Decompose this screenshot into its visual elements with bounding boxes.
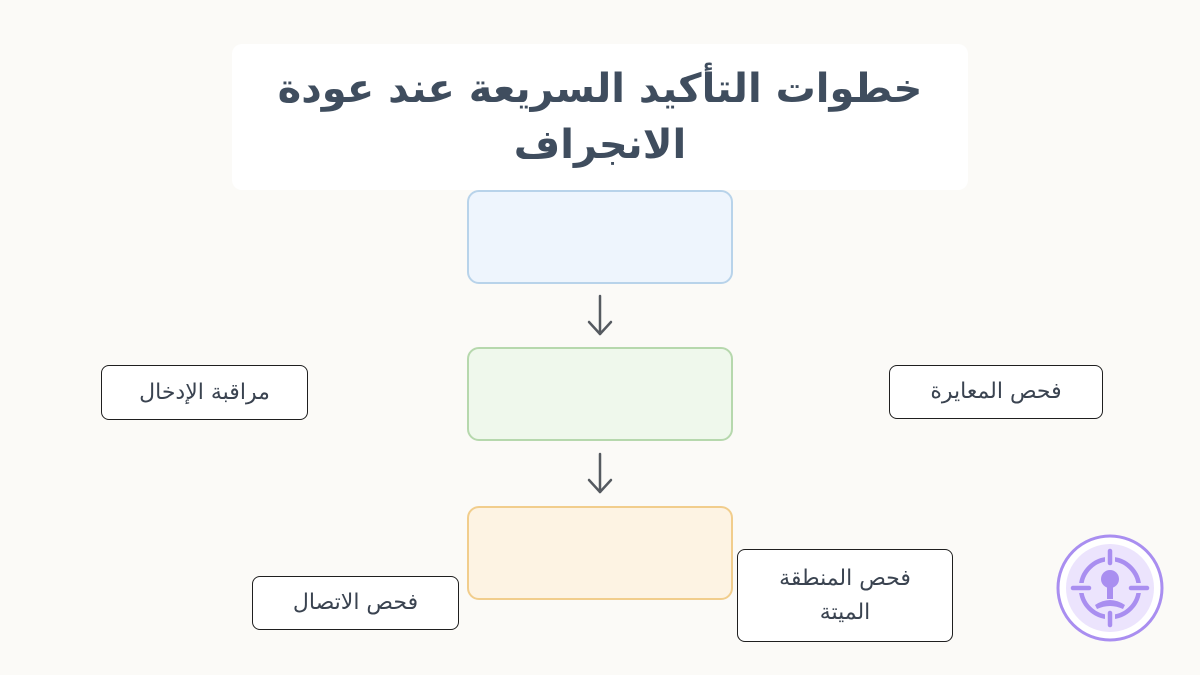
calibration-check-label: فحص المعايرة xyxy=(889,365,1103,419)
down-arrow-icon xyxy=(587,294,613,336)
flow-step-1 xyxy=(467,190,733,284)
connection-check-label: فحص الاتصال xyxy=(252,576,459,630)
diagram-title: خطوات التأكيد السريعة عند عودة الانجراف xyxy=(277,66,923,168)
flow-step-3 xyxy=(467,506,733,600)
flow-step-2 xyxy=(467,347,733,441)
down-arrow-icon xyxy=(587,452,613,494)
input-monitoring-label: مراقبة الإدخال xyxy=(101,365,308,420)
title-card: خطوات التأكيد السريعة عند عودة الانجراف xyxy=(232,44,968,190)
deadzone-check-label: فحص المنطقة الميتة xyxy=(737,549,953,642)
crosshair-joystick-icon xyxy=(1056,534,1164,642)
